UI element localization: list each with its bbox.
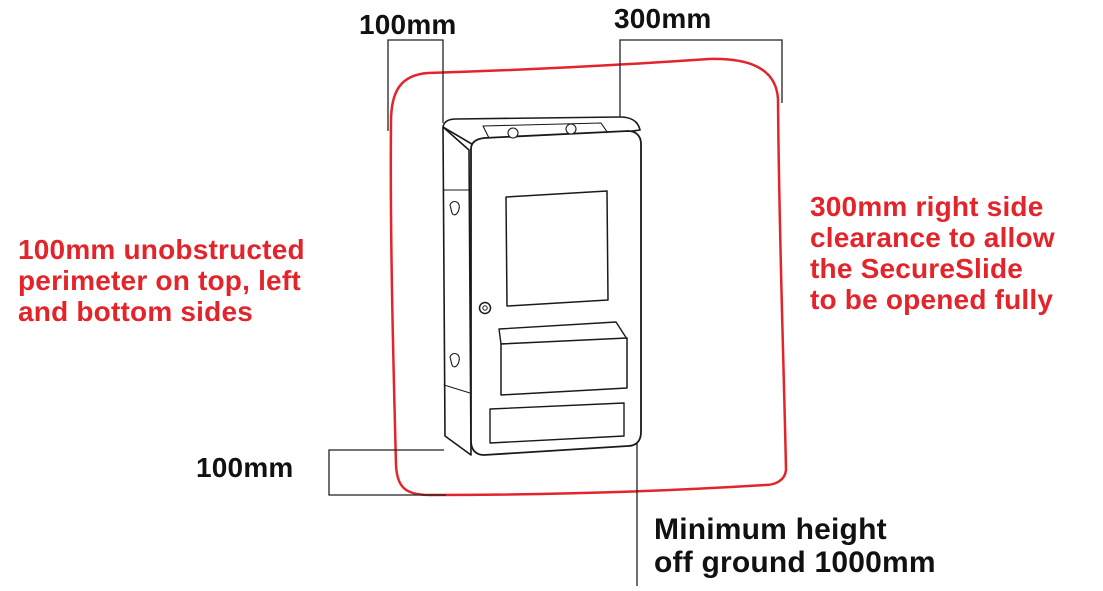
right-clearance-dimension-label: 300mm	[614, 3, 712, 34]
dimension-lines	[328, 39, 783, 586]
side-edge-lower	[443, 384, 471, 394]
bottom-clearance-dimension-label: 100mm	[196, 452, 294, 483]
minimum-height-note: Minimum height off ground 1000mm	[654, 513, 1094, 579]
height-note-line-2: off ground 1000mm	[654, 546, 936, 579]
right-note-line-1: 300mm right side	[810, 191, 1044, 222]
secureslide-enclosure	[442, 116, 642, 456]
top-clearance-dimension-label: 100mm	[359, 9, 457, 40]
right-side-clearance-note: 300mm right side clearance to allow the …	[810, 191, 1100, 315]
right-note-line-4: to be opened fully	[810, 284, 1054, 315]
enclosure-left-side	[442, 126, 472, 456]
clearance-perimeter-outline	[389, 57, 788, 497]
side-hinge-upper	[449, 200, 460, 216]
top-right-dimension-bracket	[619, 39, 783, 118]
top-fixing-screw-left	[507, 127, 519, 139]
perimeter-note-line-1: 100mm unobstructed	[18, 234, 305, 265]
perimeter-note-line-2: perimeter on top, left	[18, 265, 301, 296]
top-left-dimension-bracket	[387, 39, 444, 131]
right-note-line-3: the SecureSlide	[810, 253, 1024, 284]
secure-slide-tray	[500, 337, 628, 396]
right-note-line-2: clearance to allow	[810, 222, 1055, 253]
display-window	[505, 190, 609, 307]
door-lock-core	[482, 305, 488, 311]
lower-panel	[489, 402, 625, 444]
perimeter-clearance-note: 100mm unobstructed perimeter on top, lef…	[18, 234, 378, 327]
height-note-line-1: Minimum height	[654, 513, 887, 546]
top-fixing-screw-right	[565, 123, 577, 135]
bottom-dimension-bracket	[328, 449, 446, 496]
side-hinge-lower	[449, 352, 460, 368]
perimeter-note-line-3: and bottom sides	[18, 296, 253, 327]
